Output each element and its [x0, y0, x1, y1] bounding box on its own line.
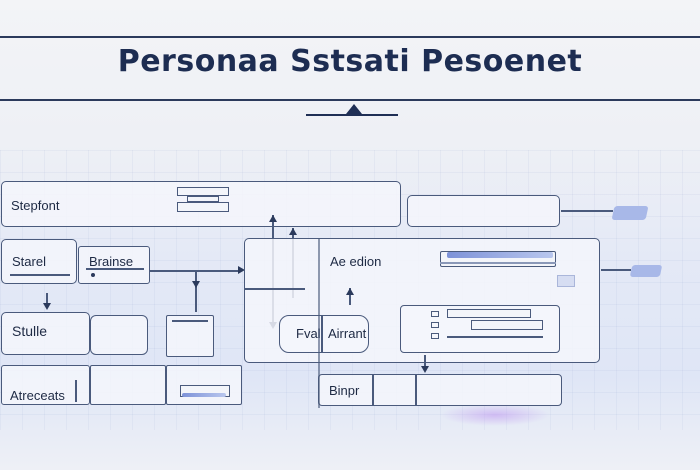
brainse-dot — [91, 273, 95, 277]
title-pointer-arrow — [346, 104, 362, 114]
node-starel[interactable] — [1, 239, 77, 284]
fval-divider — [321, 316, 323, 352]
title-rule-bottom — [0, 99, 700, 101]
stack-bar-1 — [177, 187, 229, 196]
small-indicator — [557, 275, 575, 287]
starel-underline — [10, 274, 70, 276]
chip-right-top — [611, 206, 649, 220]
node-airrant-label: Airrant — [328, 326, 367, 341]
atreceats-field-fill — [182, 393, 226, 397]
binpr-divider-2 — [415, 374, 417, 406]
form-field-rule — [447, 336, 543, 338]
node-atreceats-mid[interactable] — [90, 365, 166, 405]
node-brainse-label: Brainse — [89, 254, 134, 269]
middle-card-line — [172, 320, 208, 322]
connector-starel-stulle — [46, 293, 48, 303]
diagram-title: Personaa Sstsati Pesoenet — [117, 44, 583, 79]
brainse-underline — [86, 268, 144, 270]
arrowhead-center-up — [268, 215, 277, 222]
glow-accent — [440, 404, 550, 426]
chip-right-mid — [629, 265, 663, 277]
progress-fill — [447, 252, 553, 258]
form-field-1[interactable] — [447, 309, 531, 318]
connector-aeedon-fval — [349, 288, 351, 305]
connector-brainse-mid — [195, 272, 197, 312]
connector-form-binpr — [424, 355, 426, 369]
node-stulle-label: Stulle — [12, 323, 48, 339]
node-stulle-side[interactable] — [90, 315, 148, 355]
node-binpr-label: Binpr — [329, 383, 360, 398]
node-middle-card[interactable] — [166, 315, 214, 357]
node-binpr[interactable] — [318, 374, 562, 406]
arrowhead-form-binpr — [420, 366, 429, 373]
node-stulle[interactable] — [1, 312, 90, 355]
title-rule-top — [0, 36, 700, 38]
node-fval-airrant[interactable] — [279, 315, 369, 353]
connector-right-mid — [601, 269, 631, 271]
atreceats-divider — [75, 380, 77, 402]
arrowhead-aeedon-fval — [345, 288, 354, 295]
ae-edon-divider — [245, 288, 305, 290]
form-checkbox-2[interactable] — [431, 322, 439, 328]
arrowhead-brainse-mid — [191, 281, 200, 288]
connector-vertical-long — [318, 238, 320, 408]
node-brainse[interactable] — [78, 246, 150, 284]
node-fval-label: Fval — [296, 326, 321, 341]
form-checkbox-3[interactable] — [431, 333, 439, 339]
stack-bar-2 — [187, 196, 219, 202]
form-field-2[interactable] — [471, 320, 543, 330]
node-starel-label: Starel — [12, 254, 46, 269]
node-ae-edon-label: Ae edion — [330, 254, 382, 269]
binpr-divider-1 — [372, 374, 374, 406]
arrowhead-center-right — [288, 228, 297, 235]
progress-rule — [440, 262, 556, 264]
stack-bar-3 — [177, 202, 229, 212]
node-right-top[interactable] — [407, 195, 560, 227]
connector-right-top — [561, 210, 613, 212]
node-atreceats-label: Atreceats — [10, 388, 65, 403]
arrowhead-brainse-aeedon — [238, 266, 245, 274]
connector-brainse-aeedon — [150, 270, 240, 272]
form-checkbox-1[interactable] — [431, 311, 439, 317]
arrowhead-starel-stulle — [42, 303, 51, 310]
title-pointer-base — [306, 114, 398, 116]
node-stepfont-label: Stepfont — [11, 198, 60, 213]
